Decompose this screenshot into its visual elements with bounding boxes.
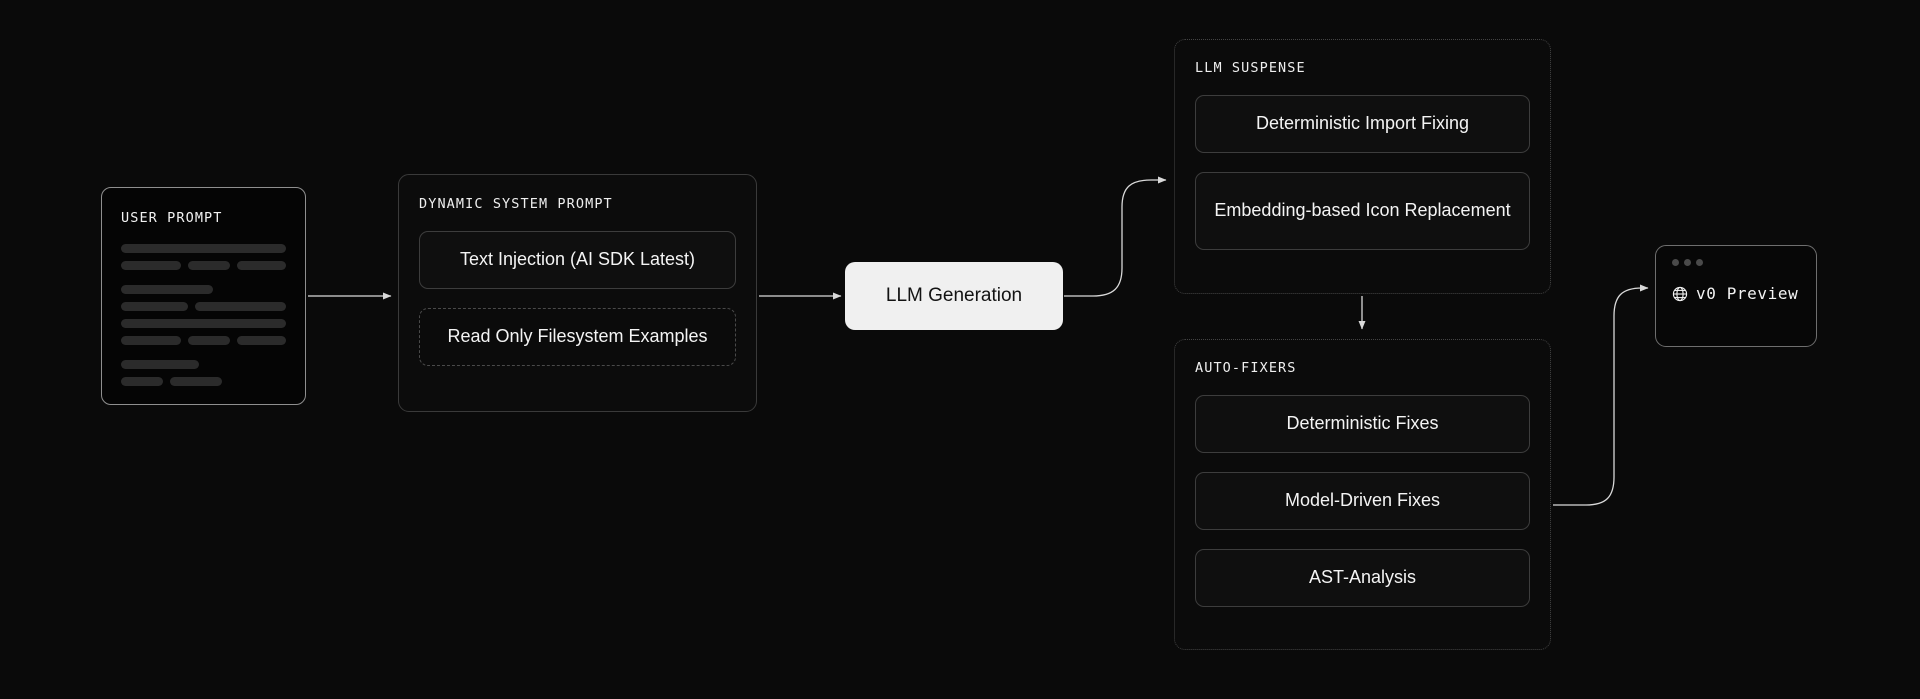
skeleton-bar bbox=[121, 319, 286, 328]
skeleton-bar bbox=[170, 377, 222, 386]
skeleton-row bbox=[121, 302, 286, 311]
auto-fixers-panel[interactable]: AUTO-FIXERS Deterministic Fixes Model-Dr… bbox=[1174, 339, 1551, 650]
llm-generation-node[interactable]: LLM Generation bbox=[845, 262, 1063, 330]
wire-llmgeneration-to-llmsuspense bbox=[1064, 176, 1167, 297]
item-ast-analysis[interactable]: AST-Analysis bbox=[1195, 549, 1530, 607]
dynamic-system-prompt-panel[interactable]: DYNAMIC SYSTEM PROMPT Text Injection (AI… bbox=[398, 174, 757, 412]
skeleton-row bbox=[121, 319, 286, 328]
skeleton-bar bbox=[121, 261, 182, 270]
window-dot-icon bbox=[1696, 259, 1703, 266]
skeleton-bar bbox=[121, 377, 163, 386]
user-prompt-skeleton bbox=[121, 244, 286, 386]
skeleton-row bbox=[121, 336, 286, 345]
v0-preview-label-row: v0 Preview bbox=[1672, 284, 1800, 303]
window-dot-icon bbox=[1684, 259, 1691, 266]
skeleton-bar bbox=[237, 336, 286, 345]
auto-fixers-title: AUTO-FIXERS bbox=[1195, 360, 1297, 376]
skeleton-bar bbox=[237, 261, 286, 270]
skeleton-bar bbox=[121, 244, 286, 253]
llm-suspense-title: LLM SUSPENSE bbox=[1195, 60, 1306, 76]
skeleton-row bbox=[121, 244, 286, 253]
skeleton-bar bbox=[188, 261, 231, 270]
item-text-injection[interactable]: Text Injection (AI SDK Latest) bbox=[419, 231, 736, 289]
window-controls bbox=[1672, 259, 1800, 266]
skeleton-bar bbox=[188, 336, 231, 345]
v0-preview-label: v0 Preview bbox=[1696, 284, 1799, 303]
dynamic-system-prompt-title: DYNAMIC SYSTEM PROMPT bbox=[419, 196, 613, 212]
llm-suspense-panel[interactable]: LLM SUSPENSE Deterministic Import Fixing… bbox=[1174, 39, 1551, 294]
v0-preview-window[interactable]: v0 Preview bbox=[1655, 245, 1817, 347]
user-prompt-card[interactable]: USER PROMPT bbox=[101, 187, 306, 405]
skeleton-row bbox=[121, 261, 286, 270]
skeleton-bar bbox=[121, 336, 182, 345]
user-prompt-title: USER PROMPT bbox=[121, 210, 223, 226]
skeleton-bar bbox=[194, 302, 286, 311]
item-embedding-based-icon-replacement[interactable]: Embedding-based Icon Replacement bbox=[1195, 172, 1530, 250]
window-dot-icon bbox=[1672, 259, 1679, 266]
skeleton-bar bbox=[121, 360, 199, 369]
skeleton-row bbox=[121, 377, 286, 386]
skeleton-row bbox=[121, 360, 286, 369]
skeleton-bar bbox=[121, 285, 213, 294]
item-read-only-filesystem-examples[interactable]: Read Only Filesystem Examples bbox=[419, 308, 736, 366]
skeleton-bar bbox=[121, 302, 188, 311]
skeleton-row bbox=[121, 285, 286, 294]
globe-icon bbox=[1672, 286, 1688, 301]
item-model-driven-fixes[interactable]: Model-Driven Fixes bbox=[1195, 472, 1530, 530]
item-deterministic-fixes[interactable]: Deterministic Fixes bbox=[1195, 395, 1530, 453]
wire-autofixers-to-v0preview bbox=[1553, 284, 1649, 506]
item-deterministic-import-fixing[interactable]: Deterministic Import Fixing bbox=[1195, 95, 1530, 153]
